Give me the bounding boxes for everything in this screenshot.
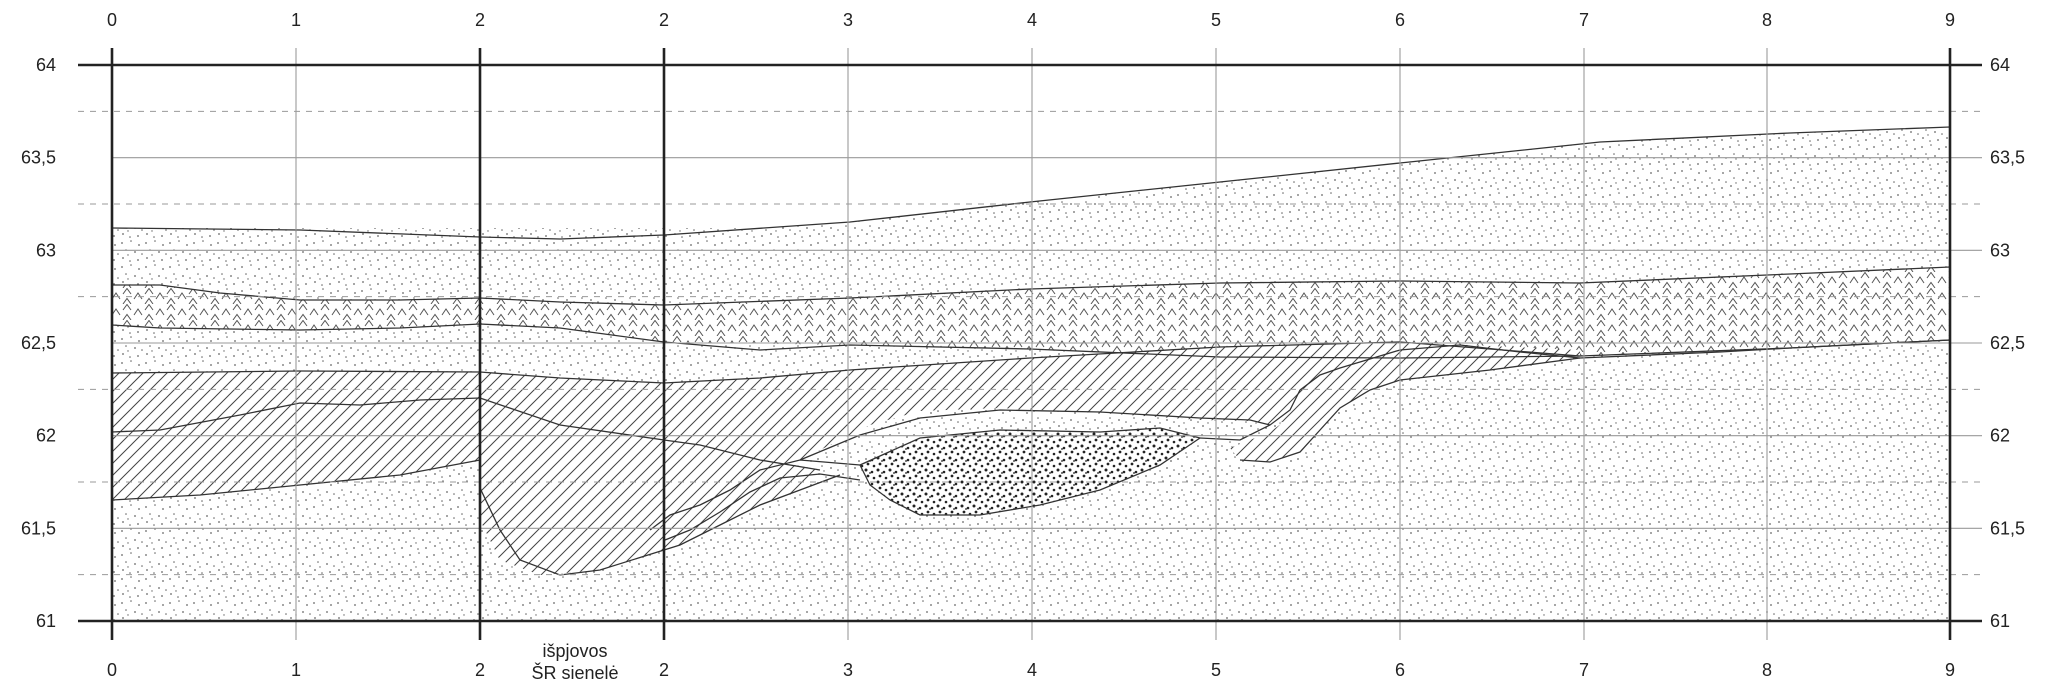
left-axis-label: 62 [36,426,56,446]
right-axis-label: 61 [1990,611,2010,631]
top-axis-label: 9 [1945,10,1955,30]
wall-note-line1: išpjovos [542,641,607,661]
layer-sand-upper [112,127,1950,330]
right-axis-label: 63,5 [1990,148,2025,168]
top-axis-label: 4 [1027,10,1037,30]
bottom-axis-label: 6 [1395,660,1405,680]
bottom-axis-label: 3 [843,660,853,680]
top-axis-label: 0 [107,10,117,30]
left-axis-label: 63,5 [21,148,56,168]
left-axis-label: 61 [36,611,56,631]
layer-chevron [112,267,1950,358]
top-axis-label: 1 [291,10,301,30]
bottom-axis-label: 0 [107,660,117,680]
left-axis-label: 62,5 [21,333,56,353]
right-axis-label: 61,5 [1990,518,2025,538]
left-axis-labels: 64 63,5 63 62,5 62 61,5 61 [21,55,56,631]
top-axis-label: 7 [1579,10,1589,30]
left-axis-label: 61,5 [21,518,56,538]
right-axis-label: 63 [1990,240,2010,260]
bottom-axis-labels: 0 1 2 2 3 4 5 6 7 8 9 [107,660,1955,680]
bottom-axis-label: 1 [291,660,301,680]
top-axis-label: 5 [1211,10,1221,30]
top-axis-label: 8 [1762,10,1772,30]
bottom-axis-label: 8 [1762,660,1772,680]
left-axis-label: 64 [36,55,56,75]
top-axis-label: 6 [1395,10,1405,30]
bottom-axis-label: 2 [475,660,485,680]
bottom-axis-label: 7 [1579,660,1589,680]
top-axis-label: 3 [843,10,853,30]
right-axis-label: 62 [1990,426,2010,446]
bottom-axis-label: 9 [1945,660,1955,680]
right-axis-labels: 64 63,5 63 62,5 62 61,5 61 [1990,55,2025,631]
wall-note-line2: ŠR sienelė [531,662,618,683]
grid-dashed [78,110,1982,576]
top-axis-label: 2 [475,10,485,30]
layer-cut-fill [480,460,820,575]
bottom-axis-label: 4 [1027,660,1037,680]
right-axis-label: 62,5 [1990,333,2025,353]
right-axis-label: 64 [1990,55,2010,75]
left-axis-label: 63 [36,240,56,260]
grid-vertical [295,48,1768,640]
layer-dense-lens [860,428,1200,515]
top-axis-label: 2 [659,10,669,30]
top-axis-labels: 0 1 2 2 3 4 5 6 7 8 9 [107,10,1955,30]
layer-sand-band [112,324,1950,378]
bottom-axis-label: 5 [1211,660,1221,680]
bottom-axis-label: 2 [659,660,669,680]
grid-horizontal [112,157,1982,529]
